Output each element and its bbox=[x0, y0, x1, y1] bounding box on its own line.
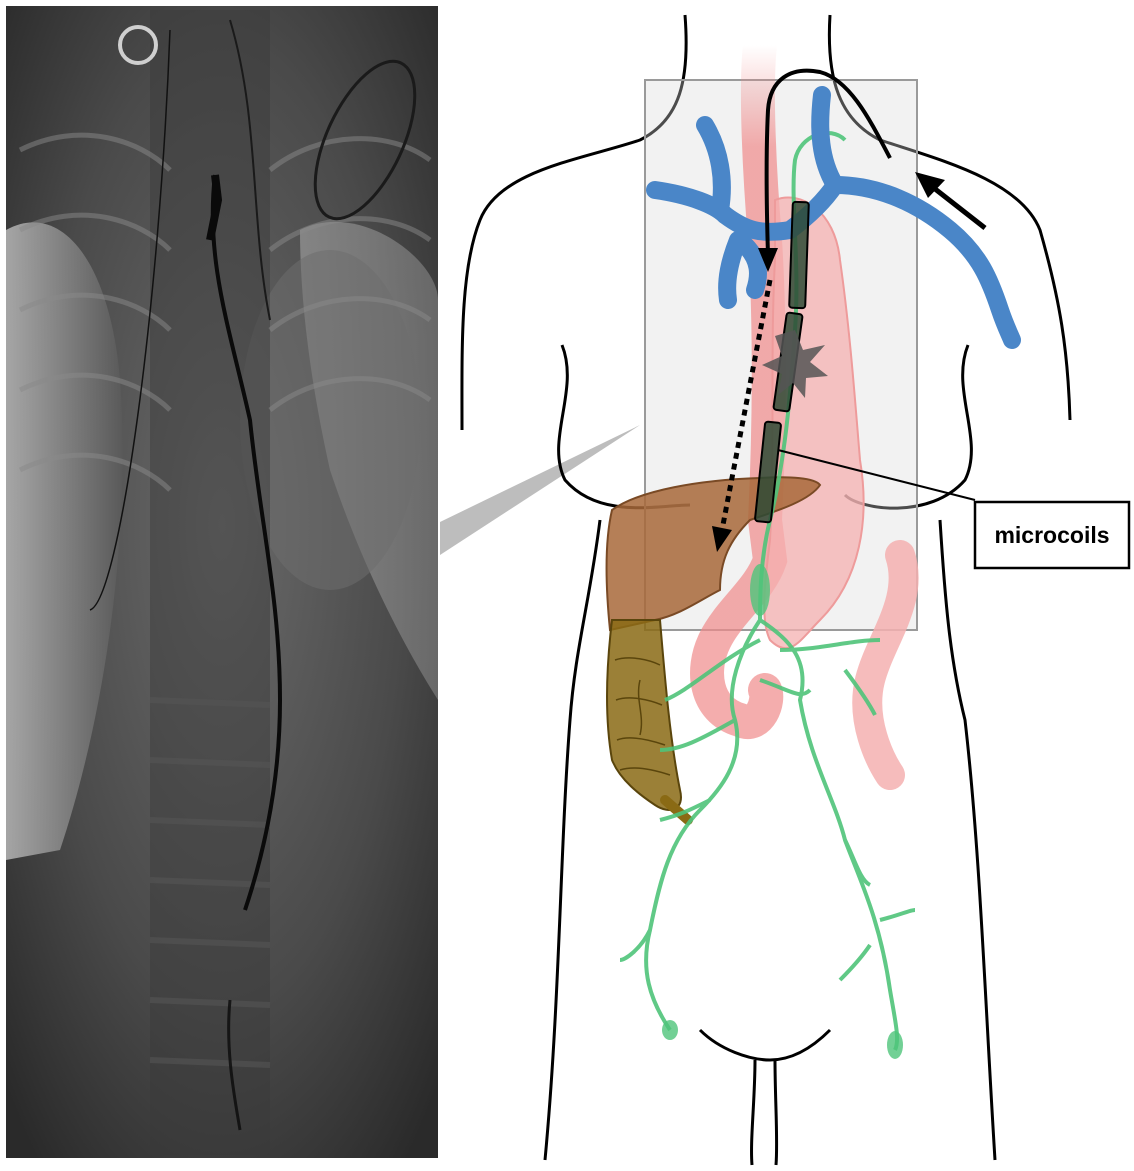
microcoils-label: microcoils bbox=[975, 502, 1129, 568]
colon bbox=[607, 620, 688, 820]
microcoils-label-text: microcoils bbox=[994, 522, 1109, 548]
fluoroscopy-image bbox=[6, 6, 438, 1158]
anatomy-schematic bbox=[462, 15, 1070, 1165]
